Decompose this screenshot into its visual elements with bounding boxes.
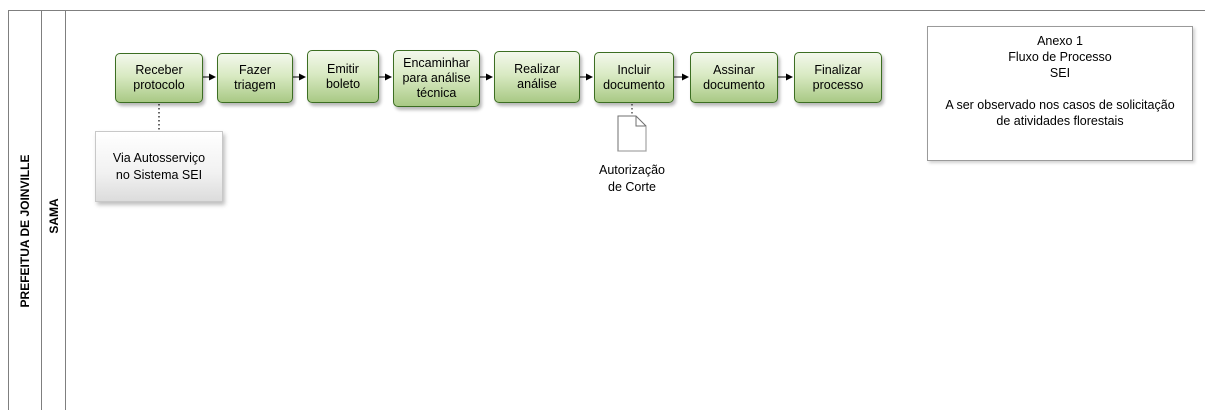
text-annotation: Via Autosserviço no Sistema SEI <box>95 131 223 202</box>
document-icon <box>617 115 647 152</box>
note-subtitle: Fluxo de Processo <box>1008 50 1112 64</box>
note-description: A ser observado nos casos de solicitação… <box>945 98 1175 128</box>
annex-note: Anexo 1 Fluxo de Processo SEI A ser obse… <box>927 26 1193 161</box>
task-incluir-documento[interactable]: Incluir documento <box>594 52 674 103</box>
data-object-label: Autorização de Corte <box>598 163 665 194</box>
pool-header: PREFEITUA DE JOINVILLE <box>8 11 42 410</box>
task-assinar-documento[interactable]: Assinar documento <box>690 52 778 103</box>
task-realizar-analise[interactable]: Realizar análise <box>494 51 580 103</box>
note-system: SEI <box>1049 66 1071 80</box>
lane-header: SAMA <box>42 11 66 410</box>
task-receber-protocolo[interactable]: Receber protocolo <box>115 53 203 103</box>
note-title: Anexo 1 <box>1037 34 1083 48</box>
task-emitir-boleto[interactable]: Emitir boleto <box>307 50 379 103</box>
task-fazer-triagem[interactable]: Fazer triagem <box>217 53 293 103</box>
task-finalizar-processo[interactable]: Finalizar processo <box>794 52 882 103</box>
pool: PREFEITUA DE JOINVILLE SAMA <box>8 10 1205 410</box>
task-encaminhar-analise[interactable]: Encaminhar para análise técnica <box>393 50 480 107</box>
